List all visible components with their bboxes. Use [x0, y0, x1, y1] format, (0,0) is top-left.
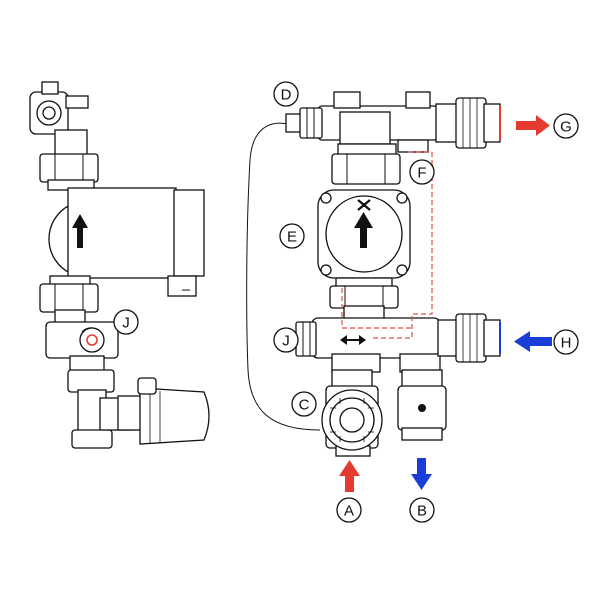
label-h: H: [553, 329, 579, 355]
sensor-pocket: [285, 107, 323, 139]
side-vent-cap: [29, 81, 89, 135]
svg-text:A: A: [344, 503, 354, 520]
label-j-side: J: [113, 309, 139, 335]
arrow-up-icon: [354, 212, 373, 248]
label-j-main: J: [273, 327, 299, 353]
return-arrow-icon: [514, 331, 552, 352]
bypass-line: [341, 151, 433, 339]
svg-text:B: B: [417, 503, 427, 520]
side-tee-fitting: [67, 369, 135, 449]
label-e: E: [279, 223, 305, 249]
side-upper-pipe: [54, 129, 88, 157]
side-ball-valve: [45, 321, 119, 359]
label-c: C: [291, 391, 317, 417]
side-lower-nut: [39, 283, 99, 313]
side-thermostat-head: [117, 377, 210, 445]
outlet-union-g: [435, 97, 501, 149]
svg-text:D: D: [281, 87, 292, 104]
label-d: D: [273, 81, 299, 107]
inlet-union-h: [437, 313, 501, 363]
side-upper-nut: [39, 153, 99, 183]
bypass-stub: [397, 139, 429, 153]
capillary-tube: [246, 122, 321, 431]
svg-text:H: H: [561, 335, 572, 352]
side-view: [29, 81, 210, 449]
inlet-arrow-icon: [339, 460, 360, 492]
svg-text:C: C: [299, 397, 310, 414]
svg-text:G: G: [560, 119, 572, 136]
supply-arrow-icon: [516, 115, 550, 136]
mixing-valve-c: [321, 369, 383, 457]
side-pump-body: [48, 187, 205, 297]
lower-manifold: [295, 317, 441, 373]
svg-text:J: J: [122, 315, 130, 332]
svg-text:F: F: [417, 165, 426, 182]
label-b: B: [409, 497, 435, 523]
label-a: A: [336, 497, 362, 523]
outlet-arrow-icon: [411, 458, 432, 490]
arrow-bidirectional-icon: [340, 335, 366, 345]
label-g: G: [553, 113, 579, 139]
upper-pump-nut: [331, 143, 401, 185]
side-pump-arrow-icon: [72, 214, 88, 248]
return-ball-valve: [397, 369, 447, 441]
fan-icon: [357, 199, 371, 211]
top-manifold: [317, 91, 439, 145]
svg-text:E: E: [287, 229, 297, 246]
lower-pump-nut: [329, 277, 399, 321]
svg-text:J: J: [282, 333, 290, 350]
front-view: [246, 91, 501, 457]
label-f: F: [409, 159, 435, 185]
